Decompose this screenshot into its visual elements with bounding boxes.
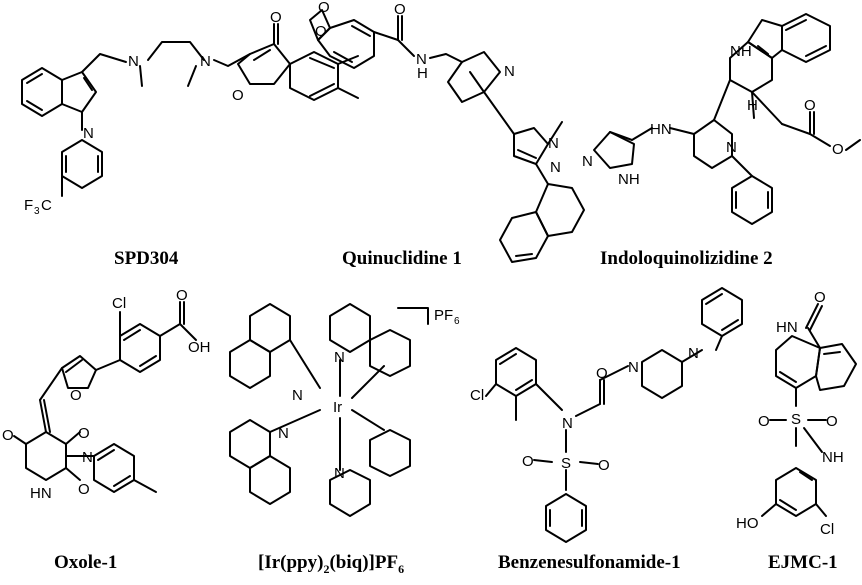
- atom-o-left: O: [2, 427, 14, 444]
- atom-hn-amine: HN: [650, 121, 672, 138]
- compound-label-indoloquinolizidine-2: Indoloquinolizidine 2: [600, 248, 773, 269]
- compound-label-benzenesulfonamide-1: Benzenesulfonamide-1: [498, 552, 681, 573]
- atom-o-acid: O: [176, 287, 188, 304]
- compound-label-ejmc-1: EJMC-1: [768, 552, 838, 573]
- structure-indoloquinolizidine-2: NH H HN N O O NH N Indoloquinolizidine 2: [582, 13, 861, 269]
- compound-label-ir-complex: [Ir(ppy)2(biq)]PF6: [258, 552, 404, 576]
- atom-o-top: O: [78, 425, 90, 442]
- atom-o-ester: O: [832, 141, 844, 158]
- atom-o-furan: O: [70, 387, 82, 404]
- atom-hn: HN: [30, 485, 52, 502]
- atom-n1: N: [83, 125, 94, 142]
- atom-pf: PF: [434, 307, 453, 324]
- compound-label-quinuclidine-1: Quinuclidine 1: [342, 248, 462, 269]
- atom-c: C: [41, 197, 52, 214]
- structure-oxole-1: Cl O OH O O O O HN N Oxole-1: [2, 287, 211, 573]
- atom-nh-imidazole: NH: [618, 171, 640, 188]
- atom-nh: N: [416, 51, 427, 68]
- atom-n3: N: [200, 53, 211, 70]
- structure-quinuclidine-1: O O O N H N N N Quinuclidine 1: [309, 0, 585, 269]
- atom-o-ring: O: [232, 87, 244, 104]
- atom-n: N: [82, 449, 93, 466]
- atom-o-s1: O: [522, 453, 534, 470]
- atom-h-stereo: H: [747, 97, 758, 114]
- atom-n-ring: N: [726, 139, 737, 156]
- atom-n2: N: [128, 53, 139, 70]
- atom-s: S: [791, 411, 801, 428]
- atom-cl: Cl: [820, 521, 834, 538]
- atom-cl: Cl: [470, 387, 484, 404]
- structure-spd304: N N N O O F 3 C SPD304: [21, 9, 359, 269]
- atom-o1: O: [315, 23, 327, 40]
- atom-f: F: [24, 197, 33, 214]
- atom-o-bottom: O: [78, 481, 90, 498]
- atom-cl: Cl: [112, 295, 126, 312]
- atom-n-sulfonamide: N: [562, 415, 573, 432]
- structure-ir-complex: Ir N N N N PF 6 [Ir(ppy)2(biq)]PF6: [229, 303, 460, 576]
- atom-oh: OH: [188, 339, 211, 356]
- atom-n-bridgehead: N: [504, 63, 515, 80]
- atom-n-ppy2: N: [334, 465, 345, 482]
- atom-h: H: [417, 65, 428, 82]
- atom-n-pyrazole2: N: [550, 159, 561, 176]
- atom-o-amide: O: [394, 1, 406, 18]
- structure-ejmc-1: HN O S O O NH HO Cl EJMC-1: [736, 289, 857, 573]
- atom-nh-indole: NH: [730, 43, 752, 60]
- atom-n-biq1: N: [292, 387, 303, 404]
- atom-f-subscript: 3: [34, 206, 40, 217]
- atom-o-s1: O: [758, 413, 770, 430]
- atom-n-ppy1: N: [334, 349, 345, 366]
- atom-o-amide: O: [596, 365, 608, 382]
- atom-hn: HN: [776, 319, 798, 336]
- compound-label-spd304: SPD304: [114, 248, 179, 269]
- atom-nh: NH: [822, 449, 844, 466]
- atom-n-pyrazole1: N: [548, 135, 559, 152]
- atom-o-s2: O: [826, 413, 838, 430]
- atom-ir: Ir: [333, 399, 342, 416]
- atom-o-lactam: O: [814, 289, 826, 306]
- atom-o-s2: O: [598, 457, 610, 474]
- atom-n-piperazine1: N: [628, 359, 639, 376]
- atom-o2: O: [318, 0, 330, 16]
- atom-n-imidazole: N: [582, 153, 593, 170]
- atom-pf-subscript: 6: [454, 316, 460, 327]
- atom-ho: HO: [736, 515, 759, 532]
- atom-n-piperazine2: N: [688, 345, 699, 362]
- atom-n-biq2: N: [278, 425, 289, 442]
- atom-o-keto: O: [270, 9, 282, 26]
- atom-s: S: [561, 455, 571, 472]
- compound-label-oxole-1: Oxole-1: [54, 552, 117, 573]
- atom-o-carbonyl: O: [804, 97, 816, 114]
- structure-benzenesulfonamide-1: Cl N S O O O N N Benzenesulfonamide-1: [470, 287, 743, 573]
